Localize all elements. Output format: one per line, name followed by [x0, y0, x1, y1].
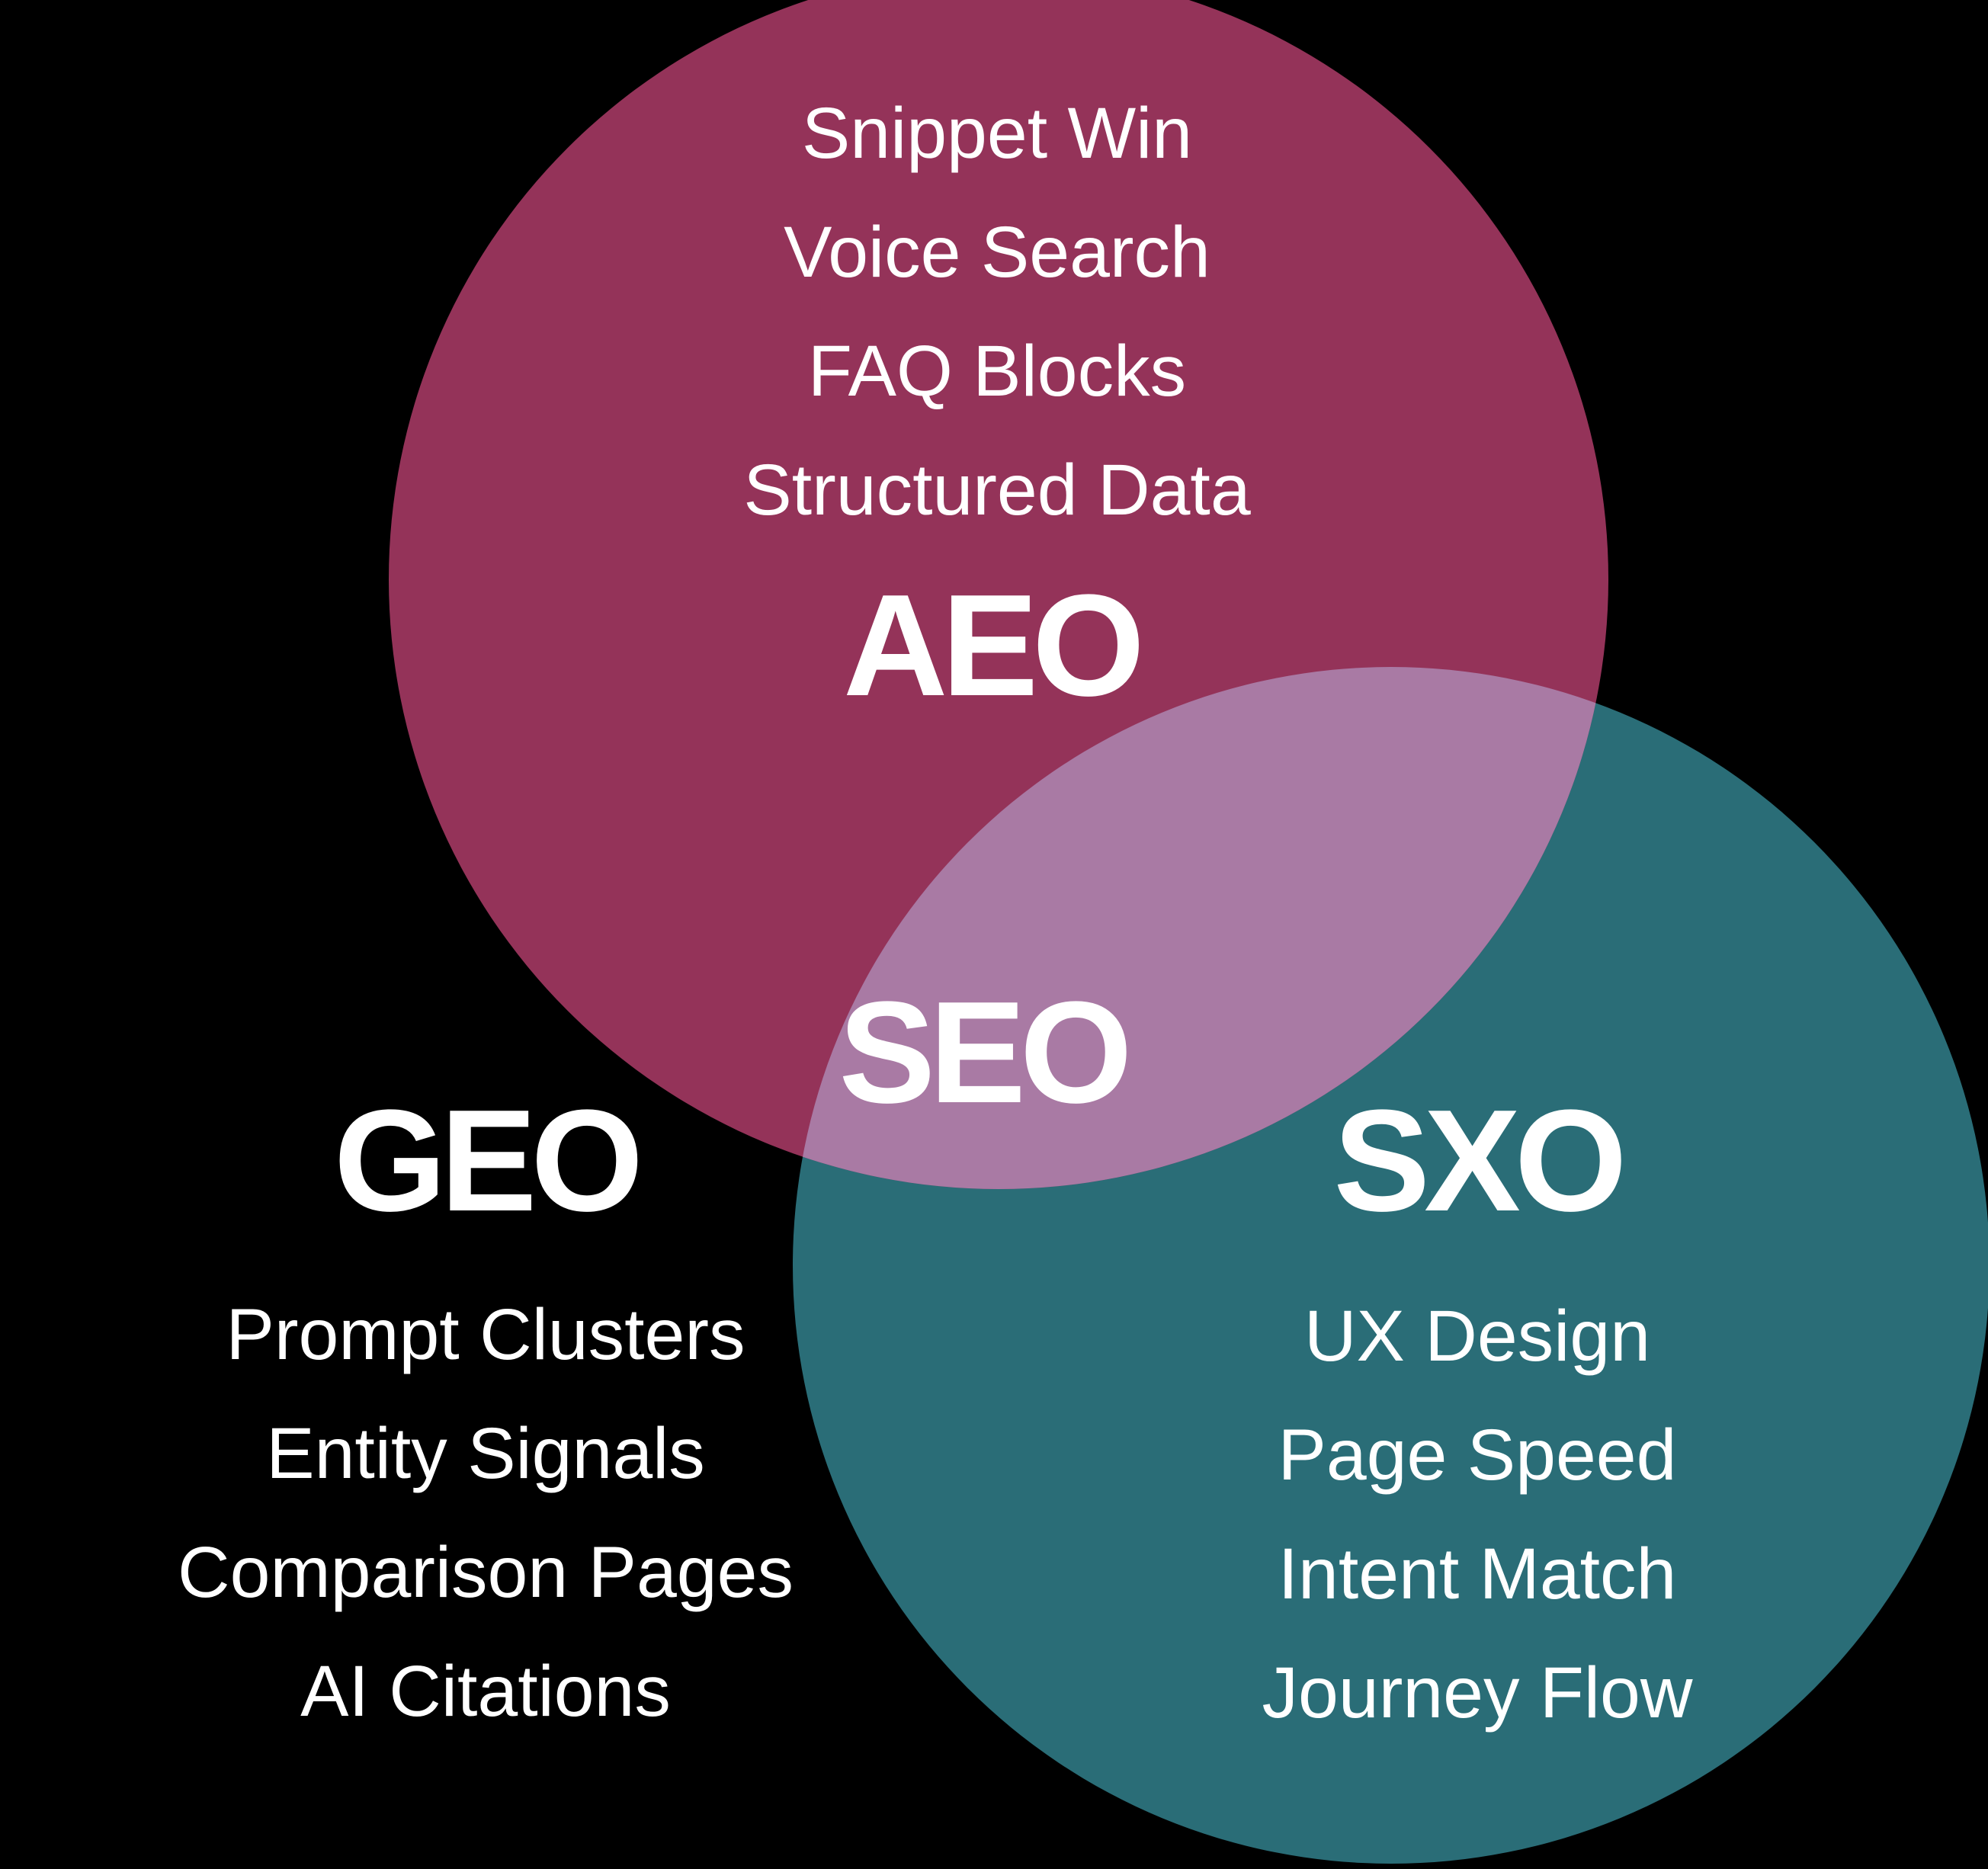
aeo-label: AEO — [843, 565, 1145, 726]
geo-item-comparison-pages: Comparison Pages — [178, 1532, 794, 1613]
seo-label: SEO — [838, 972, 1132, 1133]
geo-item-entity-signals: Entity Signals — [266, 1413, 705, 1494]
aeo-item-list: Snippet Win Voice Search FAQ Blocks Stru… — [743, 74, 1250, 550]
geo-item-list: Prompt Clusters Entity Signals Compariso… — [178, 1275, 794, 1751]
seo-overlap-region — [793, 667, 1608, 1189]
aeo-item-voice-search: Voice Search — [784, 212, 1210, 293]
sxo-label: SXO — [1333, 1080, 1627, 1242]
sxo-item-list: UX Design Page Speed Intent Match Journe… — [1262, 1277, 1693, 1752]
geo-label: GEO — [333, 1080, 643, 1242]
sxo-item-ux-design: UX Design — [1303, 1296, 1651, 1377]
geo-item-prompt-clusters: Prompt Clusters — [226, 1294, 746, 1375]
sxo-item-intent-match: Intent Match — [1278, 1534, 1677, 1614]
aeo-item-structured-data: Structured Data — [743, 450, 1251, 531]
aeo-item-snippet-win: Snippet Win — [801, 93, 1193, 174]
sxo-item-page-speed: Page Speed — [1278, 1415, 1677, 1496]
sxo-item-journey-flow: Journey Flow — [1262, 1653, 1693, 1733]
aeo-item-faq-blocks: FAQ Blocks — [807, 331, 1187, 412]
geo-item-ai-citations: AI Citations — [300, 1651, 671, 1732]
